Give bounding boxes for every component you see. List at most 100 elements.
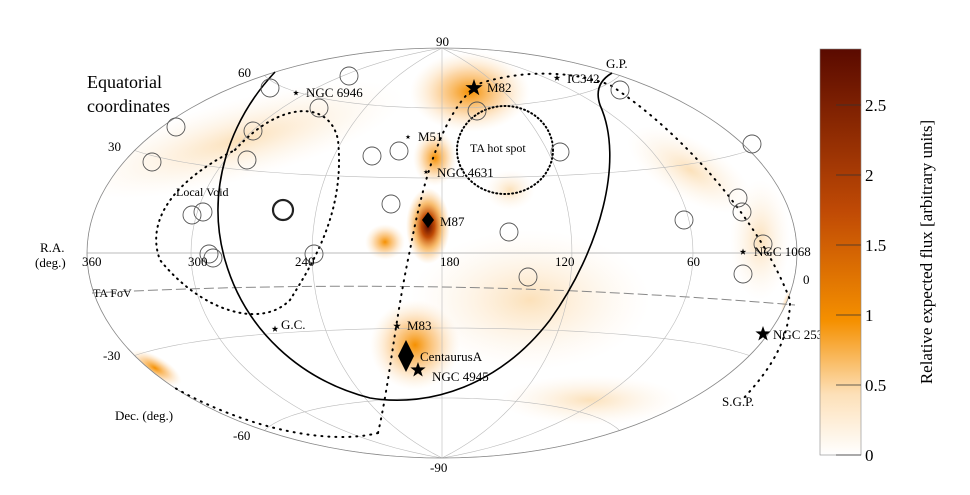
event-circle xyxy=(733,264,753,284)
colorbar-tick-label: 2 xyxy=(865,166,874,185)
star-icon xyxy=(405,134,411,139)
label-ngc253: NGC 253 xyxy=(773,327,823,342)
event-circle xyxy=(309,98,329,118)
ra-tick-300: 300 xyxy=(188,254,208,269)
colorbar-tick-label: 1.5 xyxy=(865,236,886,255)
local-void-label: Local Void xyxy=(176,185,229,199)
colorbar-label: Relative expected flux [arbitrary units] xyxy=(917,120,936,384)
title-line2: coordinates xyxy=(87,96,170,116)
colorbar-tick-label: 2.5 xyxy=(865,96,886,115)
event-circle xyxy=(550,142,570,162)
diamond-icon xyxy=(398,340,414,372)
colorbar-tick-label: 1 xyxy=(865,306,874,325)
star-icon xyxy=(423,169,429,174)
event-circle xyxy=(260,78,280,98)
star-icon xyxy=(293,90,299,96)
event-circle xyxy=(732,202,752,222)
event-circle xyxy=(362,146,382,166)
star-icon xyxy=(465,79,483,96)
event-circle xyxy=(742,134,762,154)
event-circle xyxy=(467,101,487,121)
star-icon xyxy=(393,322,401,330)
label-ngc1068: NGC 1068 xyxy=(754,244,811,259)
ta-hot-spot-contour xyxy=(456,105,554,195)
ra-gridline xyxy=(441,48,694,458)
diamond-icon xyxy=(422,212,434,228)
event-circle xyxy=(674,210,694,230)
title-line1: Equatorial xyxy=(87,72,162,92)
event-circle xyxy=(610,80,630,100)
label-ngc4631: NGC 4631 xyxy=(437,165,494,180)
ra-tick-0: 0 xyxy=(803,272,810,287)
event-circle xyxy=(142,152,162,172)
flux-heatmap xyxy=(87,52,797,425)
dec-tick-30: 30 xyxy=(108,139,121,154)
event-circle xyxy=(243,121,263,141)
event-circle xyxy=(753,234,773,254)
event-circle xyxy=(518,267,538,287)
event-circle xyxy=(728,188,748,208)
dec-tick-minus30: -30 xyxy=(103,348,120,363)
colorbar-tick-label: 0 xyxy=(865,446,874,465)
dec-label: Dec. (deg.) xyxy=(115,408,173,423)
sgp-label: S.G.P. xyxy=(722,394,754,409)
event-circle xyxy=(199,244,219,264)
ta-fov-label: TA FoV xyxy=(93,286,132,300)
label-ngc6946: NGC 6946 xyxy=(306,85,363,100)
highlighted-event xyxy=(271,198,295,222)
star-icon xyxy=(755,326,771,341)
event-circle xyxy=(499,222,519,242)
sky-boundary xyxy=(86,47,798,459)
label-ic342: IC342 xyxy=(567,71,600,86)
dec-tick-90: 90 xyxy=(436,34,449,49)
ra-tick-240: 240 xyxy=(295,254,315,269)
event-circle xyxy=(237,150,257,170)
dec-tick-minus60: -60 xyxy=(233,428,250,443)
gc-label: G.C. xyxy=(281,317,306,332)
star-icon xyxy=(271,325,279,332)
label-ngc4945: NGC 4945 xyxy=(432,369,489,384)
event-circle xyxy=(381,194,401,214)
star-icon xyxy=(410,362,426,377)
label-m83: M83 xyxy=(407,318,432,333)
ta-hot-spot-label: TA hot spot xyxy=(470,141,526,155)
ra-label-line2: (deg.) xyxy=(35,255,66,270)
star-icon xyxy=(553,74,561,81)
local-void-contour xyxy=(155,110,340,315)
ra-gridline xyxy=(190,48,443,458)
ra-gridline xyxy=(441,48,573,458)
dec-tick-60: 60 xyxy=(238,65,251,80)
galactic-plane xyxy=(377,72,792,434)
source-markers xyxy=(271,74,771,377)
galactic-plane-south xyxy=(174,387,379,438)
event-circle xyxy=(203,248,223,268)
event-circle xyxy=(166,117,186,137)
colorbar-gradient xyxy=(819,48,862,456)
event-circle xyxy=(389,141,409,161)
ra-label-line1: R.A. xyxy=(40,240,65,255)
event-circle xyxy=(182,205,202,225)
dec-tick-minus90: -90 xyxy=(430,460,447,475)
ra-tick-120: 120 xyxy=(555,254,575,269)
ra-tick-180: 180 xyxy=(440,254,460,269)
label-m87: M87 xyxy=(440,214,465,229)
label-m82: M82 xyxy=(487,80,512,95)
event-circle xyxy=(339,66,359,86)
ra-tick-60: 60 xyxy=(687,254,700,269)
label-m51: M51 xyxy=(418,129,443,144)
gp-label: G.P. xyxy=(606,56,628,71)
label-centaurusa: CentaurusA xyxy=(420,349,483,364)
colorbar-tick-label: 0.5 xyxy=(865,376,886,395)
event-markers xyxy=(142,66,773,287)
ra-gridline xyxy=(311,48,443,458)
star-icon xyxy=(739,248,747,255)
colorbar: 0 0.5 1 1.5 2 2.5 Relative expected flux [arb… xyxy=(819,48,936,465)
coordinate-grid xyxy=(87,48,797,458)
ra-tick-360: 360 xyxy=(82,254,102,269)
supergalactic-plane xyxy=(217,71,613,402)
ta-fov-line xyxy=(91,285,796,306)
event-circle xyxy=(304,244,324,264)
event-circle xyxy=(193,202,213,222)
